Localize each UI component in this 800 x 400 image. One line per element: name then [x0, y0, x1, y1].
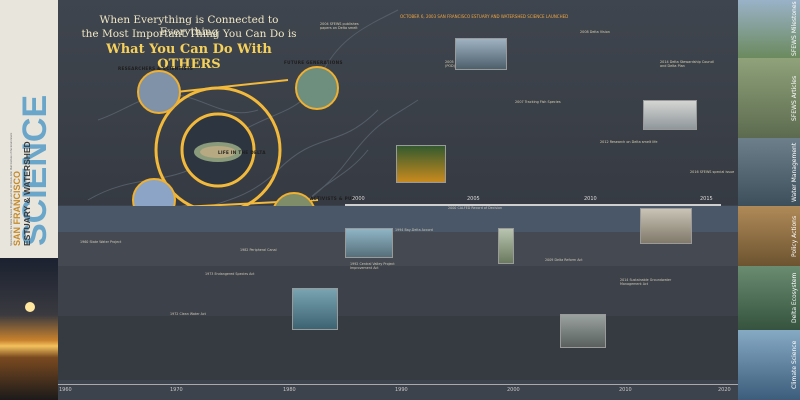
- band-ecosystem: [58, 266, 738, 316]
- bird-photo: [640, 208, 692, 244]
- note-lower-1: 1960 State Water Project: [80, 240, 122, 244]
- note-upper-1: 2004 SFEWS publishes papers on Delta sme…: [320, 22, 359, 31]
- researchers-label: RESEARCHERS & SCIENTISTS: [118, 66, 194, 71]
- activists-label: ACTIVISTS & PUBLIC: [310, 196, 364, 201]
- category-sfews-milestones: SFEWS Milestones: [738, 0, 800, 58]
- upper-tick-2010: 2010: [584, 196, 597, 202]
- band-policy: [58, 232, 738, 266]
- category-label-policy: Policy Actions: [791, 215, 798, 257]
- lower-tick-2020: 2020: [718, 387, 731, 393]
- category-sfews-articles: SFEWS Articles: [738, 58, 800, 138]
- fisher-photo: [560, 314, 606, 348]
- estuary-photo: [455, 38, 507, 70]
- future-generations-badge: [295, 66, 339, 110]
- category-water-management: Water Management: [738, 138, 800, 206]
- boat-photo: [345, 228, 393, 258]
- estuary-name: ESTUARY & WATERSHED: [22, 141, 32, 246]
- science-wordmark: SCIENCE: [16, 95, 52, 246]
- note-lower-2: 1972 Clean Water Act: [170, 312, 206, 316]
- lower-tick-1980: 1980: [283, 387, 296, 393]
- note-lower-8: 2009 Delta Reform Act: [545, 258, 583, 262]
- sponsor-text: Sponsored by the Delta Science Program a…: [9, 133, 13, 246]
- life-in-delta-label: LIFE IN THE DELTA: [218, 150, 266, 155]
- reed-photo: [498, 228, 514, 264]
- upper-tick-2000: 2000: [352, 196, 365, 202]
- note-upper-5: 2012 Research on Delta smelt life: [600, 140, 658, 144]
- category-climate-science: Climate Science: [738, 330, 800, 400]
- band-water: [58, 206, 738, 232]
- note-upper-3: 2007 Tracking Fish Species: [515, 100, 561, 104]
- journal-logo: SCIENCE SAN FRANCISCO ESTUARY & WATERSHE…: [9, 95, 52, 246]
- note-upper-6: 2014 Delta Stewardship Council and Delta…: [660, 60, 715, 69]
- fish-photo: [643, 100, 697, 130]
- category-label-climate: Climate Science: [791, 340, 798, 390]
- lower-tick-1960: 1960: [59, 387, 72, 393]
- headline-line-3: What You Can Do With OTHERS: [106, 42, 272, 72]
- headline-line-2: the Most Important Thing You Can Do is: [81, 28, 297, 40]
- researchers-badge: [137, 70, 181, 114]
- poppy-photo: [396, 145, 446, 183]
- program-name: SAN FRANCISCO: [12, 171, 22, 246]
- category-label-articles: SFEWS Articles: [791, 75, 798, 121]
- launch-note: OCTOBER 6, 2003 SAN FRANCISCO ESTUARY AN…: [400, 14, 569, 19]
- category-label-milestones: SFEWS Milestones: [791, 1, 798, 57]
- lower-axis: [58, 384, 738, 385]
- category-delta-ecosystem: Delta Ecosystem: [738, 266, 800, 330]
- upper-tick-2015: 2015: [700, 196, 713, 202]
- water-hands-photo: [292, 288, 338, 330]
- category-policy-actions: Policy Actions: [738, 206, 800, 266]
- note-upper-4: 2008 Delta Vision: [580, 30, 610, 34]
- lower-tick-1990: 1990: [395, 387, 408, 393]
- note-lower-5: 1992 Central Valley Project Improvement …: [350, 262, 395, 270]
- note-lower-4: 1982 Peripheral Canal: [240, 248, 277, 252]
- note-lower-7: 2000 CALFED Record of Decision: [448, 206, 503, 210]
- category-label-water: Water Management: [791, 142, 798, 202]
- upper-tick-2005: 2005: [467, 196, 480, 202]
- future-generations-label: FUTURE GENERATIONS: [284, 60, 343, 65]
- category-label-ecosystem: Delta Ecosystem: [791, 272, 798, 324]
- note-lower-9: 2014 Sustainable Groundwater Management …: [620, 278, 672, 286]
- note-lower-3: 1973 Endangered Species Act: [205, 272, 255, 276]
- lower-tick-1970: 1970: [170, 387, 183, 393]
- sunset-photo: [0, 258, 58, 400]
- upper-ruler: [345, 204, 721, 206]
- lower-tick-2010: 2010: [619, 387, 632, 393]
- lower-tick-2000: 2000: [507, 387, 520, 393]
- note-upper-7: 2016 SFEWS special issue: [690, 170, 735, 174]
- headline-line-1: When Everything is Connected to Everythi…: [99, 14, 279, 38]
- band-climate: [58, 316, 738, 380]
- note-lower-6: 1994 Bay-Delta Accord: [395, 228, 433, 232]
